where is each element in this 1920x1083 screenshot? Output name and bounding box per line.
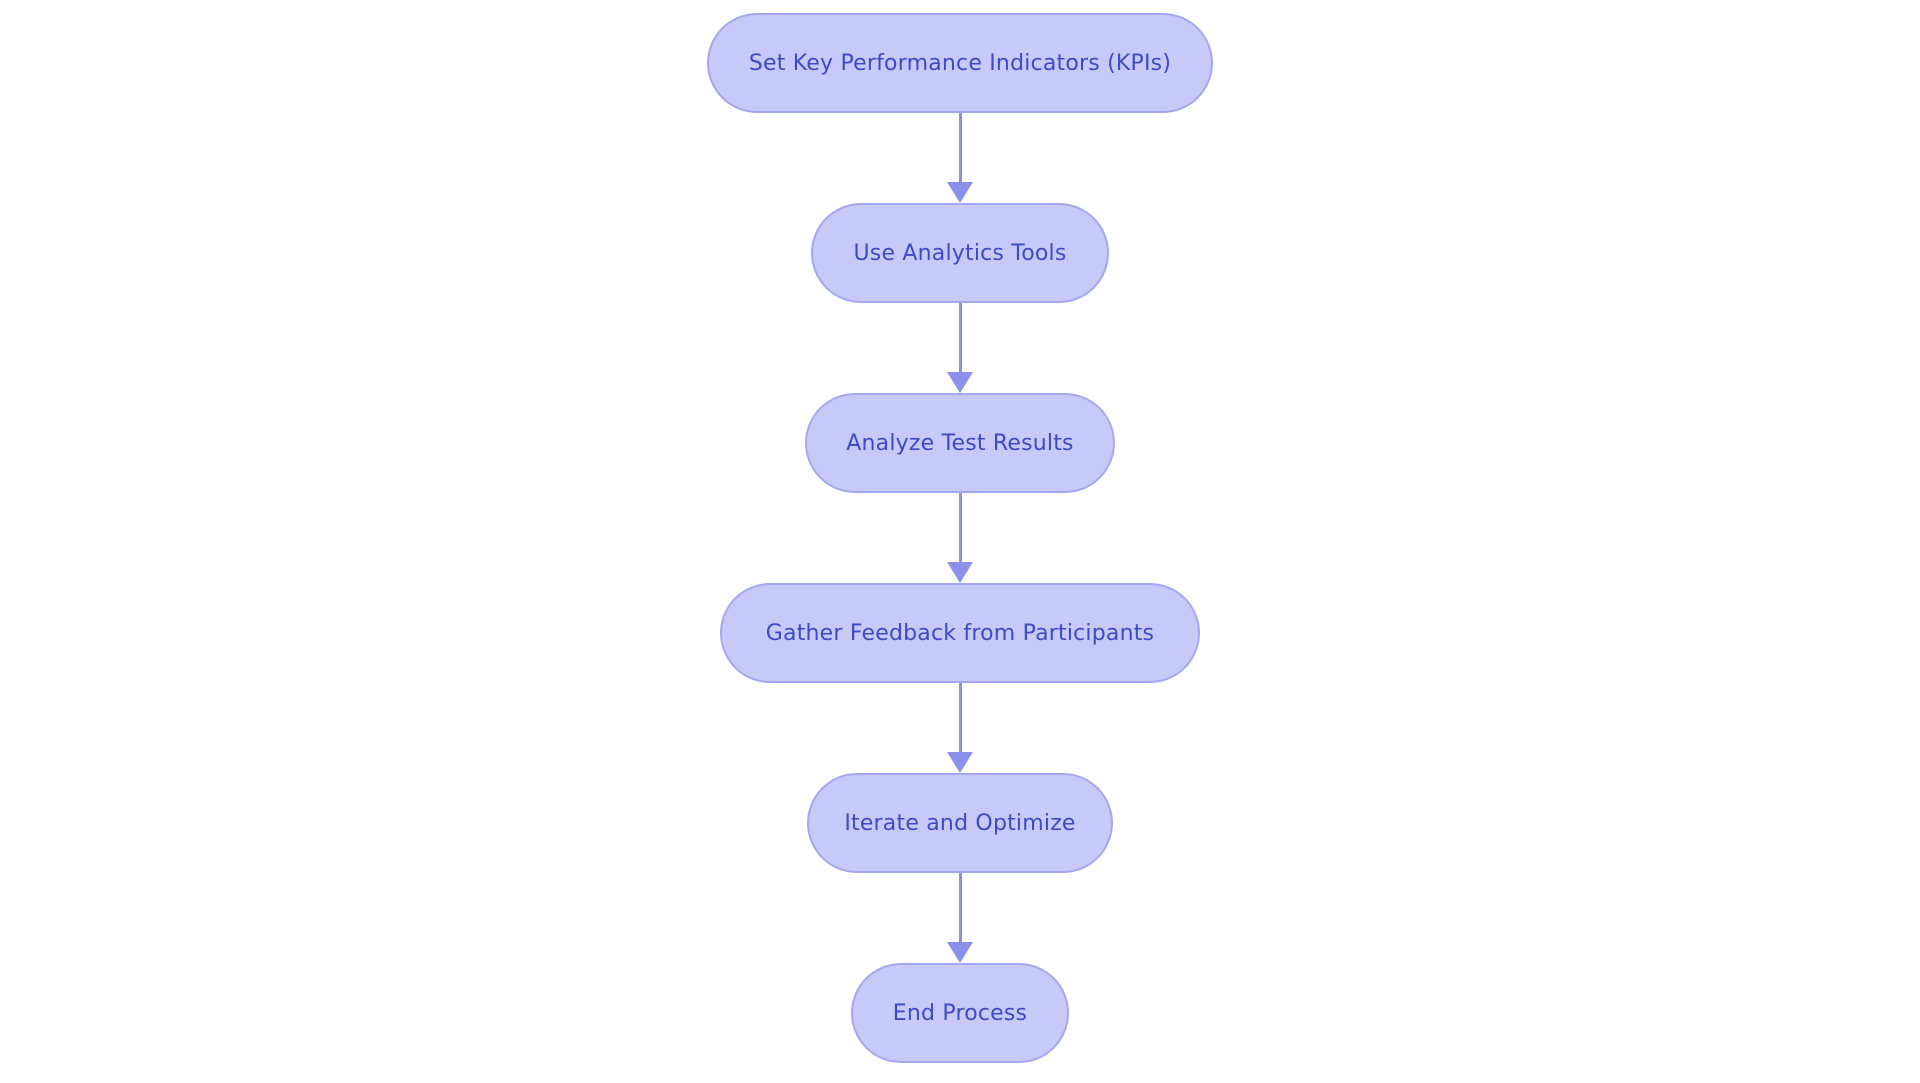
connector-arrow-2 xyxy=(947,303,973,393)
flow-node-analyze-test-results: Analyze Test Results xyxy=(805,393,1115,493)
connector-line xyxy=(958,873,962,943)
flow-node-label: Iterate and Optimize xyxy=(844,810,1076,836)
flow-node-end-process: End Process xyxy=(851,963,1069,1063)
flow-node-label: Analyze Test Results xyxy=(846,430,1074,456)
connector-arrow-1 xyxy=(947,113,973,203)
flow-node-label: Set Key Performance Indicators (KPIs) xyxy=(748,50,1172,76)
flow-node-label: Use Analytics Tools xyxy=(853,240,1067,266)
flow-node-label: Gather Feedback from Participants xyxy=(765,620,1155,646)
arrow-down-icon xyxy=(947,942,973,963)
connector-arrow-4 xyxy=(947,683,973,773)
flow-node-use-analytics-tools: Use Analytics Tools xyxy=(811,203,1109,303)
connector-line xyxy=(958,303,962,373)
flow-node-set-kpis: Set Key Performance Indicators (KPIs) xyxy=(707,13,1213,113)
arrow-down-icon xyxy=(947,372,973,393)
arrow-down-icon xyxy=(947,562,973,583)
flow-node-label: End Process xyxy=(892,1000,1028,1026)
connector-line xyxy=(958,113,962,183)
flow-node-iterate-optimize: Iterate and Optimize xyxy=(807,773,1113,873)
flow-node-gather-feedback: Gather Feedback from Participants xyxy=(720,583,1200,683)
connector-line xyxy=(958,683,962,753)
arrow-down-icon xyxy=(947,752,973,773)
arrow-down-icon xyxy=(947,182,973,203)
connector-arrow-5 xyxy=(947,873,973,963)
connector-arrow-3 xyxy=(947,493,973,583)
connector-line xyxy=(958,493,962,563)
